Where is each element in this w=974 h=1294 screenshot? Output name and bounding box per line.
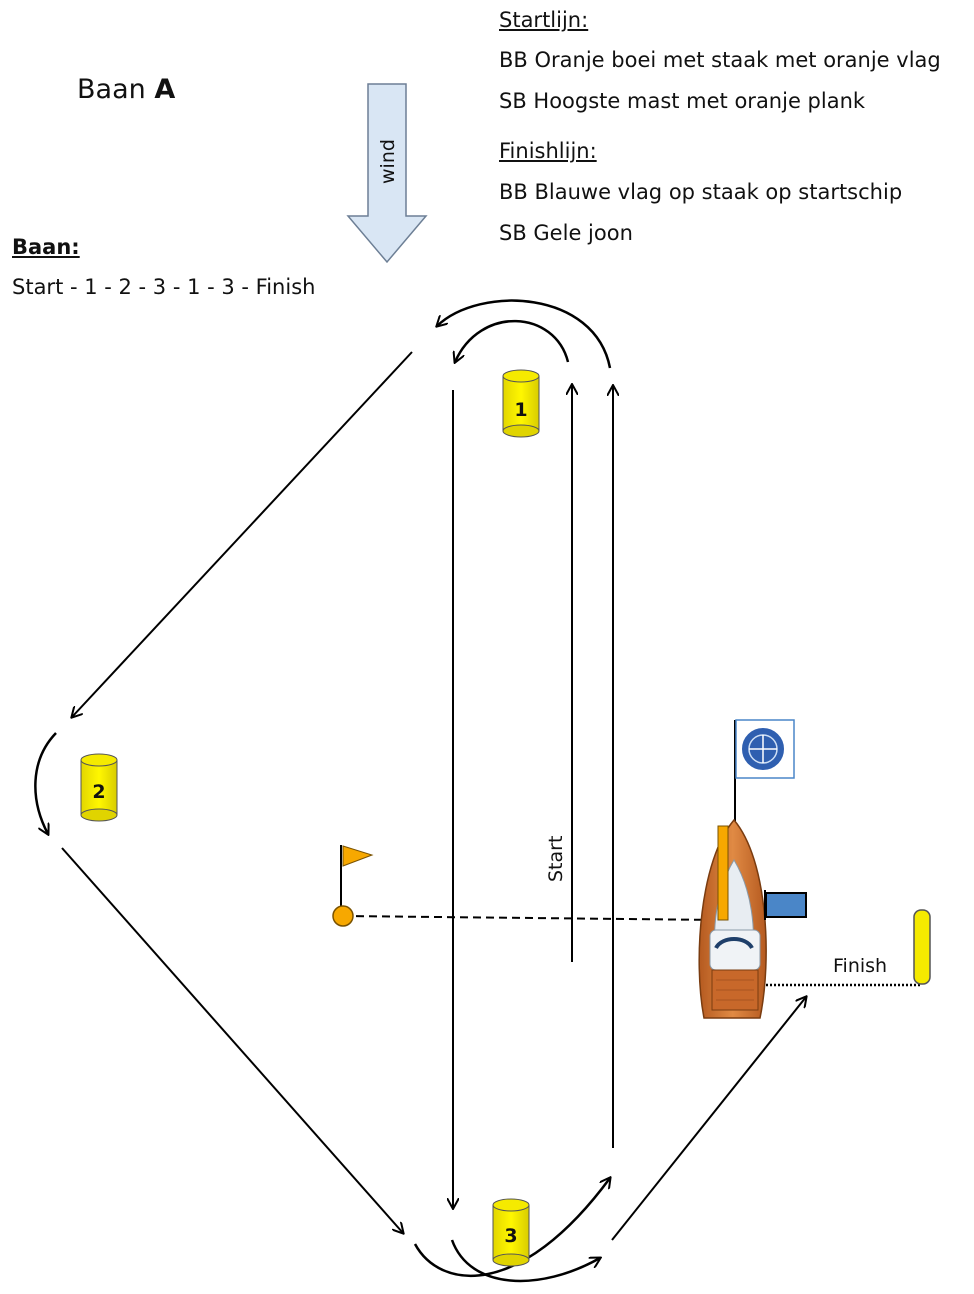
startline-heading: Startlijn: bbox=[499, 8, 589, 32]
wind-label: wind bbox=[377, 139, 399, 184]
rounding-1a bbox=[455, 319, 570, 362]
leg-1-to-2 bbox=[72, 351, 413, 717]
mark-3-buoy: 3 bbox=[492, 1198, 530, 1267]
wind-arrow: wind bbox=[346, 83, 428, 264]
rounding-3a bbox=[413, 1178, 610, 1278]
orange-buoy-flag bbox=[332, 845, 374, 927]
start-line bbox=[342, 915, 721, 921]
rounding-3b bbox=[450, 1239, 600, 1283]
route-heading: Baan: bbox=[12, 235, 80, 259]
committee-boat bbox=[698, 719, 807, 1019]
mark-2-label: 2 bbox=[92, 781, 105, 803]
mark-2-buoy: 2 bbox=[80, 753, 118, 822]
route-sequence: Start - 1 - 2 - 3 - 1 - 3 - Finish bbox=[12, 275, 316, 299]
leg-2-to-3 bbox=[61, 847, 403, 1233]
course-title: Baan A bbox=[77, 74, 176, 105]
yellow-finish-buoy bbox=[913, 909, 931, 985]
start-label: Start bbox=[545, 836, 567, 882]
rounding-1b bbox=[437, 299, 612, 369]
finishline-bb: BB Blauwe vlag op staak op startschip bbox=[499, 180, 903, 204]
mark-1-label: 1 bbox=[514, 399, 527, 421]
startline-bb: BB Oranje boei met staak met oranje vlag bbox=[499, 48, 941, 72]
leg-3-to-finish bbox=[611, 997, 806, 1241]
mark-1-buoy: 1 bbox=[502, 369, 540, 438]
finishline-sb: SB Gele joon bbox=[499, 221, 633, 245]
rounding-2 bbox=[34, 732, 57, 834]
finish-label: Finish bbox=[833, 955, 887, 977]
startline-sb: SB Hoogste mast met oranje plank bbox=[499, 89, 866, 113]
finishline-heading: Finishlijn: bbox=[499, 139, 597, 163]
mark-3-label: 3 bbox=[504, 1225, 517, 1247]
